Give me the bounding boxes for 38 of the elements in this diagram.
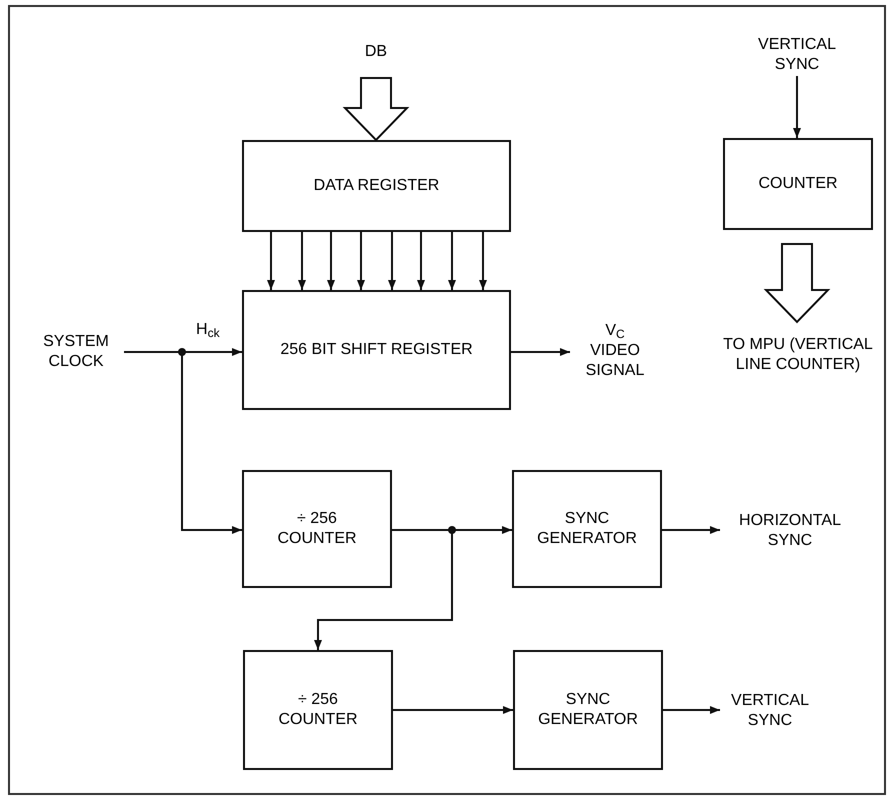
block-box <box>243 650 393 770</box>
block-text: ÷ 256 COUNTER <box>276 509 358 549</box>
block-text: TO MPU (VERTICAL LINE COUNTER) <box>722 335 874 375</box>
block-text: 256 BIT SHIFT REGISTER <box>280 340 473 360</box>
edge-label: H$_{ck}$ <box>196 322 220 338</box>
block-text: DATA REGISTER <box>314 176 440 196</box>
block-text: SYNC GENERATOR <box>537 690 639 730</box>
arrow <box>298 232 306 290</box>
block-text: VERTICAL SYNC <box>757 35 837 75</box>
arrow <box>511 348 570 356</box>
block-text: HORIZONTAL SYNC <box>738 511 842 551</box>
bus-arrow <box>342 77 410 142</box>
block-text: DB <box>364 42 388 62</box>
arrow <box>393 706 513 714</box>
bus-arrow <box>764 243 830 324</box>
block-box <box>512 470 662 588</box>
arrow <box>267 232 275 290</box>
arrow <box>388 232 396 290</box>
arrow <box>417 232 425 290</box>
block-box <box>242 290 511 410</box>
arrow <box>357 232 365 290</box>
block-text: V$_{C}$ <box>605 321 625 341</box>
block-text: SYNC GENERATOR <box>536 509 638 549</box>
block-text: SYSTEM CLOCK <box>42 332 110 372</box>
block-text: VIDEO SIGNAL <box>584 341 646 381</box>
block-box <box>723 138 873 230</box>
arrow <box>479 232 487 290</box>
arrow <box>793 76 801 138</box>
block-text: COUNTER <box>758 174 838 194</box>
block-box <box>242 470 392 588</box>
block-text: ÷ 256 COUNTER <box>277 690 359 730</box>
block-text: VERTICAL SYNC <box>730 691 810 731</box>
arrow <box>327 232 335 290</box>
block-box <box>513 650 663 770</box>
arrow <box>662 526 720 534</box>
block-box <box>242 140 511 232</box>
arrow <box>663 706 720 714</box>
arrow <box>448 232 456 290</box>
